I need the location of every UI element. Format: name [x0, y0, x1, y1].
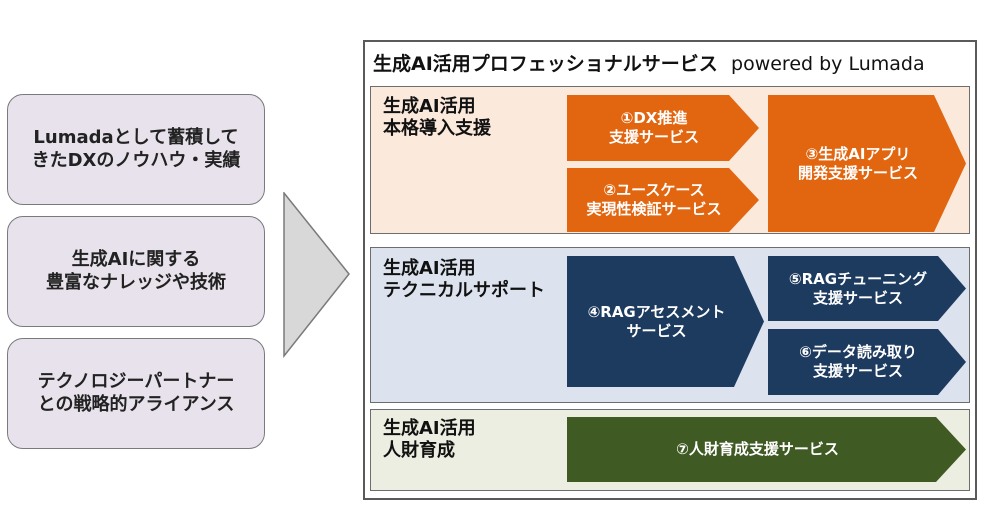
section-label: 生成AI活用 本格導入支援	[383, 96, 491, 139]
service-label: ⑥データ読み取り 支援サービス	[799, 343, 917, 380]
service-usecase-poc[interactable]: ②ユースケース 実現性検証サービス	[567, 168, 759, 232]
service-data-reading[interactable]: ⑥データ読み取り 支援サービス	[768, 329, 966, 395]
service-dx-promotion[interactable]: ①DX推進 支援サービス	[567, 95, 759, 161]
title-ja: 生成AI活用プロフェッショナルサービス	[373, 53, 718, 75]
right-arrow-icon	[283, 192, 350, 358]
service-genai-app-dev[interactable]: ③生成AIアプリ 開発支援サービス	[768, 95, 966, 232]
frame-title: 生成AI活用プロフェッショナルサービス powered by Lumada	[373, 49, 925, 76]
service-rag-tuning[interactable]: ⑤RAGチューニング 支援サービス	[768, 256, 966, 321]
service-rag-assessment[interactable]: ④RAGアセスメント サービス	[567, 256, 764, 387]
strength-text: 生成AIに関する 豊富なナレッジや技術	[46, 249, 226, 293]
service-label: ①DX推進 支援サービス	[608, 109, 699, 146]
service-label: ⑤RAGチューニング 支援サービス	[788, 269, 928, 307]
service-label: ⑦人財育成支援サービス	[676, 440, 839, 459]
section-label: 生成AI活用 人財育成	[383, 418, 476, 461]
section-label: 生成AI活用 テクニカルサポート	[383, 258, 545, 301]
strength-box-genai-knowledge: 生成AIに関する 豊富なナレッジや技術	[7, 216, 265, 327]
service-label: ③生成AIアプリ 開発支援サービス	[797, 144, 918, 182]
strength-text: Lumadaとして蓄積して きたDXのノウハウ・実績	[31, 127, 241, 171]
service-label: ②ユースケース 実現性検証サービス	[586, 181, 722, 218]
title-en: powered by Lumada	[731, 53, 925, 75]
service-label: ④RAGアセスメント サービス	[587, 302, 726, 340]
strength-text: テクノロジーパートナー との戦略的アライアンス	[37, 371, 235, 415]
strength-box-lumada-dx: Lumadaとして蓄積して きたDXのノウハウ・実績	[7, 94, 265, 205]
service-talent-development[interactable]: ⑦人財育成支援サービス	[567, 417, 966, 482]
strength-box-tech-partners: テクノロジーパートナー との戦略的アライアンス	[7, 338, 265, 449]
